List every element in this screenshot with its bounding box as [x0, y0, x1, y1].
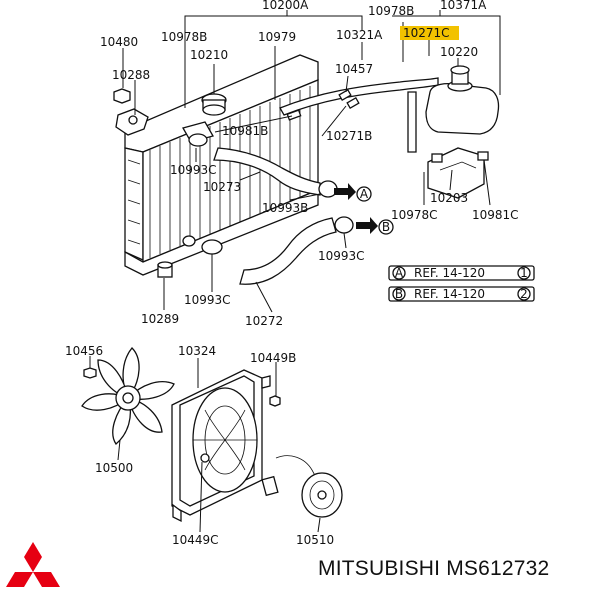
- label-10981B: 10981B: [222, 124, 268, 138]
- label-10978B-top: 10978B: [368, 4, 414, 18]
- label-10200A: 10200A: [262, 0, 309, 12]
- label-10993C-c: 10993C: [184, 293, 231, 307]
- label-10993B: 10993B: [262, 201, 308, 215]
- ref-a-text: REF. 14-120: [414, 266, 485, 280]
- lower-hose: [239, 217, 337, 285]
- label-10993C-b: 10993C: [318, 249, 365, 263]
- label-10981C: 10981C: [472, 208, 519, 222]
- highlight-box: [400, 26, 459, 40]
- callout-b-letter: B: [382, 220, 390, 234]
- brand-part-number: MITSUBISHI MS612732: [318, 557, 550, 580]
- ref-a-letter: A: [395, 266, 404, 280]
- callout-a-letter: A: [360, 187, 369, 201]
- label-10457: 10457: [335, 62, 373, 76]
- label-10500: 10500: [95, 461, 133, 475]
- bracket-10203: [427, 147, 489, 199]
- drain-plug: [157, 261, 173, 278]
- mitsubishi-logo: [6, 542, 60, 587]
- reservoir-tank: [425, 65, 500, 135]
- label-10510: 10510: [296, 533, 334, 547]
- label-10449C: 10449C: [172, 533, 219, 547]
- ref-row-b: B REF. 14-120 2: [388, 286, 535, 302]
- label-10273: 10273: [203, 180, 241, 194]
- label-10324: 10324: [178, 344, 216, 358]
- radiator-cap: [201, 93, 227, 116]
- reference-list: A REF. 14-120 1 B REF. 14-120 2: [388, 265, 535, 302]
- label-10978B-left: 10978B: [161, 30, 207, 44]
- ref-b-text: REF. 14-120: [414, 287, 485, 301]
- bracket-10288: [113, 88, 149, 136]
- label-10456: 10456: [65, 344, 103, 358]
- label-10480: 10480: [100, 35, 138, 49]
- bolts: [83, 367, 281, 463]
- label-10288: 10288: [112, 68, 150, 82]
- radiator: [124, 54, 319, 276]
- ref-a-num: 1: [520, 266, 528, 280]
- leader-lines: [89, 10, 501, 533]
- label-10210: 10210: [190, 48, 228, 62]
- ref-b-num: 2: [520, 287, 528, 301]
- label-10449B: 10449B: [250, 351, 296, 365]
- label-10271C: 10271C: [403, 26, 450, 40]
- label-10203: 10203: [430, 191, 468, 205]
- clamps: [182, 133, 354, 255]
- fan-blade: [81, 347, 175, 445]
- label-10979: 10979: [258, 30, 296, 44]
- ref-row-a: A REF. 14-120 1: [388, 265, 535, 281]
- ref-b-letter: B: [395, 287, 403, 301]
- label-10978C: 10978C: [391, 208, 438, 222]
- label-10220: 10220: [440, 45, 478, 59]
- callout-b: B: [356, 217, 394, 235]
- label-10321A: 10321A: [336, 28, 383, 42]
- label-10289: 10289: [141, 312, 179, 326]
- label-10993C-a: 10993C: [170, 163, 217, 177]
- part-labels: 10200A 10978B 10371A 10480 10978B 10210 …: [65, 0, 519, 547]
- callout-a: A: [334, 183, 372, 202]
- fan-shroud: [171, 369, 271, 523]
- label-10371A: 10371A: [440, 0, 487, 12]
- label-10272: 10272: [245, 314, 283, 328]
- label-10271B: 10271B: [326, 129, 372, 143]
- fan-motor: [261, 455, 343, 518]
